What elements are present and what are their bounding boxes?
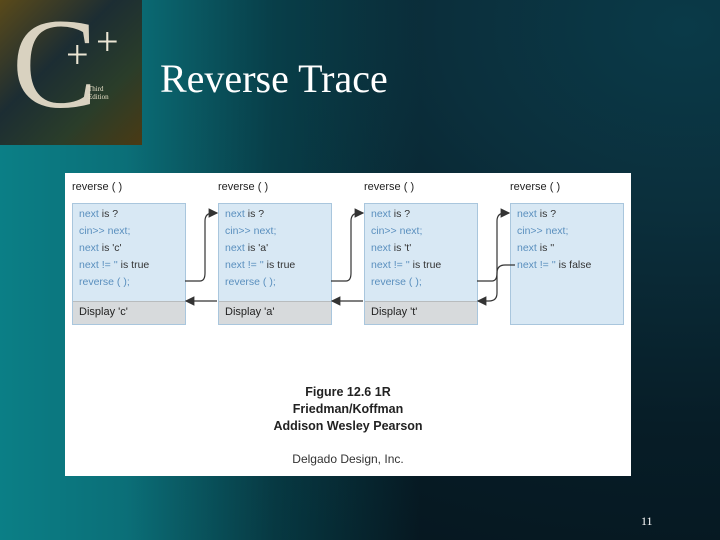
logo-small-line-2: Edition <box>88 94 109 102</box>
call-arrow-1 <box>185 213 217 281</box>
page-number: 11 <box>641 514 653 529</box>
trace-figure: reverse ( ) next is ? cin>> next; next i… <box>65 173 631 476</box>
figure-caption-3: Addison Wesley Pearson <box>65 419 631 433</box>
cpp-logo: C + + Third Edition <box>0 0 142 145</box>
slide-title: Reverse Trace <box>160 55 388 102</box>
logo-plus-2: + <box>96 22 119 62</box>
call-arrow-2 <box>331 213 363 281</box>
figure-caption-2: Friedman/Koffman <box>65 402 631 416</box>
logo-edition-text: Third Edition <box>88 86 109 101</box>
figure-credit: Delgado Design, Inc. <box>65 452 631 466</box>
call-arrow-3 <box>477 213 509 281</box>
logo-plus-1: + <box>66 35 89 75</box>
figure-caption-1: Figure 12.6 1R <box>65 385 631 399</box>
